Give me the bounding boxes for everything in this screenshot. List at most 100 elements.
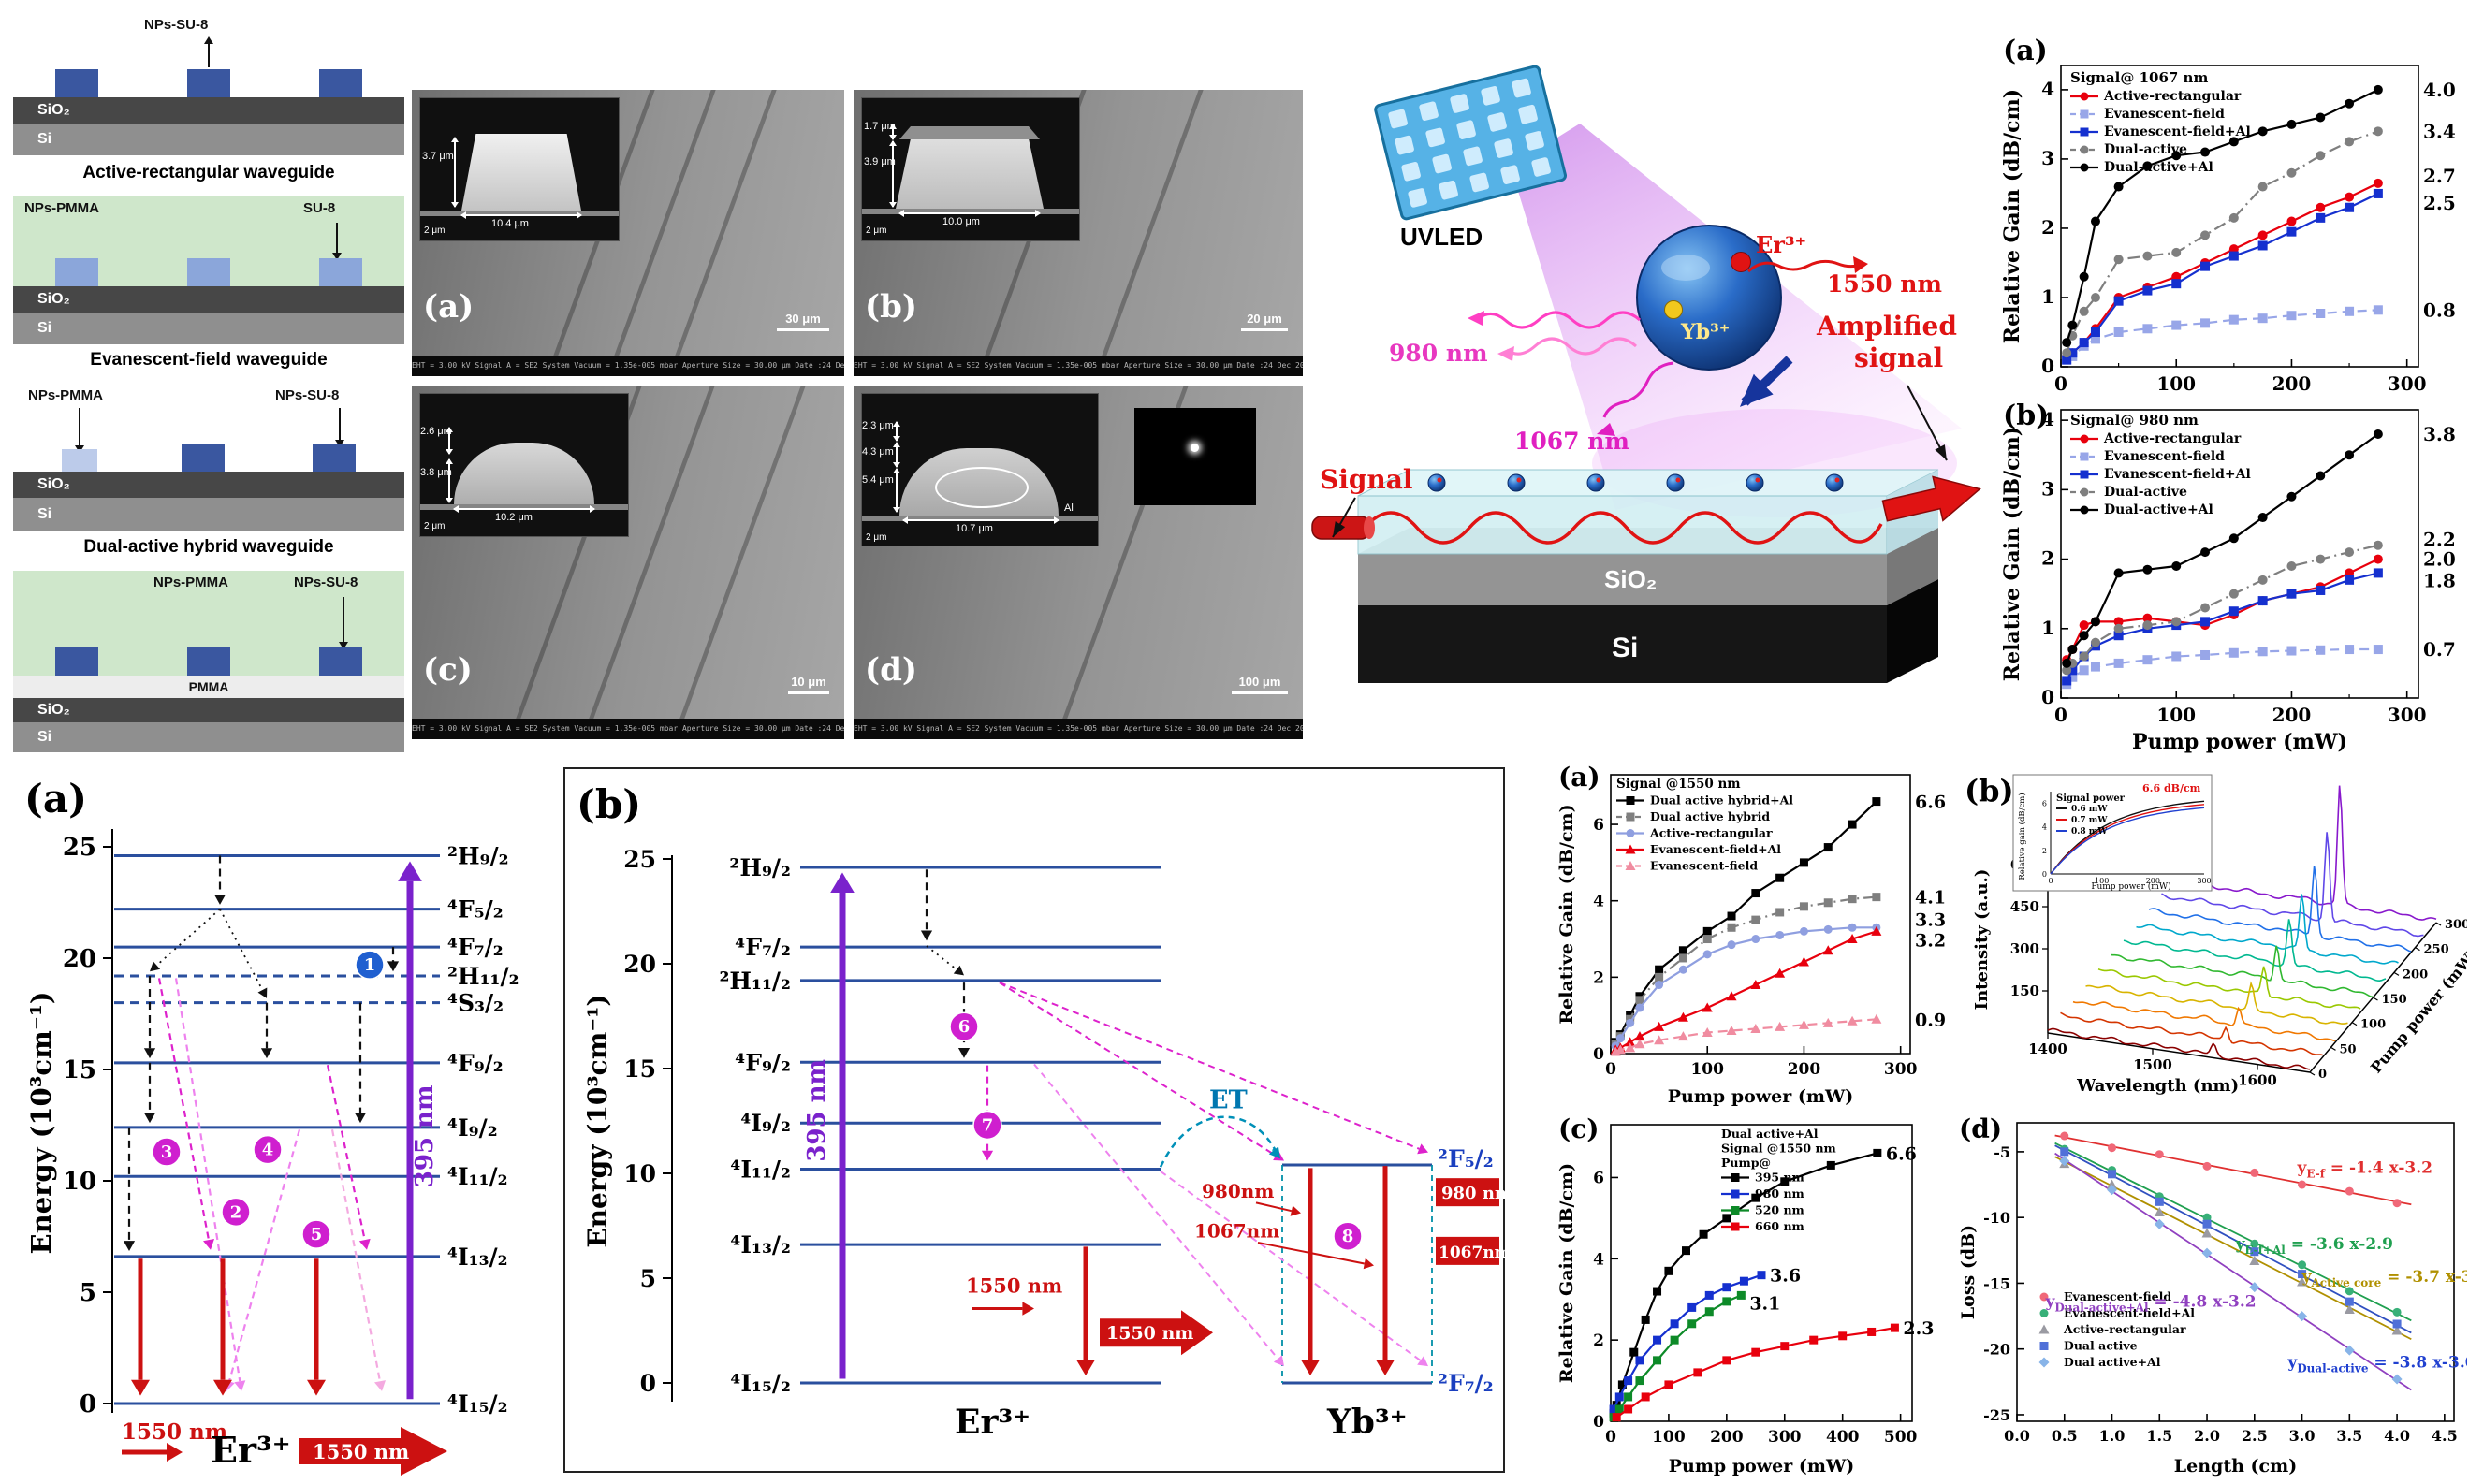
svg-text:Evanescent-field+Al: Evanescent-field+Al xyxy=(2104,467,2251,482)
scale-bar: 20 μm xyxy=(1241,312,1288,331)
svg-text:2.5: 2.5 xyxy=(2242,1427,2268,1445)
svg-text:Dual active+Al: Dual active+Al xyxy=(2064,1355,2161,1369)
svg-text:4: 4 xyxy=(262,1141,274,1160)
svg-text:4: 4 xyxy=(2042,823,2047,832)
horizontal-arrow-icon xyxy=(902,516,1059,524)
svg-text:0.7 mW: 0.7 mW xyxy=(2071,816,2108,825)
svg-text:200: 200 xyxy=(1788,1060,1821,1079)
svg-text:Evanescent-field: Evanescent-field xyxy=(1650,859,1758,873)
yb-ion-dot xyxy=(1664,300,1683,319)
su8-label: SU-8 xyxy=(303,200,336,216)
svg-text:Signal power: Signal power xyxy=(2056,793,2126,804)
svg-text:6.6: 6.6 xyxy=(1886,1143,1917,1164)
series-line xyxy=(2066,309,2378,361)
svg-text:(c): (c) xyxy=(1558,1115,1600,1144)
caption-dual-active-hybrid: Dual-active hybrid waveguide xyxy=(83,537,334,557)
svg-text:500: 500 xyxy=(1884,1428,1918,1447)
amplified-pointer xyxy=(1907,385,1948,461)
svg-text:980 nm: 980 nm xyxy=(1441,1184,1507,1203)
svg-text:0.8: 0.8 xyxy=(2423,298,2456,321)
svg-text:520 nm: 520 nm xyxy=(1755,1203,1804,1217)
svg-text:Signal@ 1067 nm: Signal@ 1067 nm xyxy=(2070,69,2208,86)
amplified-label-1: Amplified xyxy=(1816,311,1957,342)
svg-text:Wavelength (nm): Wavelength (nm) xyxy=(2076,1076,2239,1096)
svg-text:4: 4 xyxy=(2041,408,2054,430)
substrate-line xyxy=(420,211,619,216)
svg-text:4.5: 4.5 xyxy=(2432,1427,2458,1445)
inset-scale: 2 μm xyxy=(424,521,446,531)
ridge-line xyxy=(1102,90,1204,356)
vertical-arrow-icon xyxy=(893,421,900,442)
svg-text:0.6 mW: 0.6 mW xyxy=(2071,805,2108,814)
svg-text:0: 0 xyxy=(1593,1045,1604,1064)
svg-text:100: 100 xyxy=(2156,704,2196,726)
sem-panel-c: 2.6 μm 3.8 μm 10.2 μm 2 μm (c) 10 μm EHT… xyxy=(412,386,844,739)
svg-text:2.5: 2.5 xyxy=(2423,192,2456,214)
980nm-label: 980 nm xyxy=(1389,340,1488,367)
waveguide-core xyxy=(187,647,230,676)
svg-text:50: 50 xyxy=(2340,1042,2357,1056)
waveguide-cross-section xyxy=(461,134,581,211)
svg-text:20: 20 xyxy=(63,945,96,973)
svg-text:2: 2 xyxy=(1593,1331,1604,1350)
height-measurement: 3.8 μm xyxy=(420,467,452,478)
waveguide-cross-section xyxy=(454,443,594,504)
1067nm-wave xyxy=(1602,361,1674,418)
svg-text:1.8: 1.8 xyxy=(2423,569,2456,591)
nps-pmma-label: NPs-PMMA xyxy=(28,387,104,403)
svg-text:Length (cm): Length (cm) xyxy=(2174,1456,2297,1477)
caption-active-rectangular: Active-rectangular waveguide xyxy=(82,163,335,182)
height-measurement: 3.7 μm xyxy=(422,151,454,162)
svg-text:⁴I₁₃/₂: ⁴I₁₃/₂ xyxy=(447,1244,508,1271)
vertical-arrow-icon xyxy=(446,458,453,503)
svg-text:1067nm: 1067nm xyxy=(1194,1219,1279,1242)
svg-text:300: 300 xyxy=(1768,1428,1802,1447)
svg-text:10: 10 xyxy=(623,1160,656,1187)
uvled-panel xyxy=(1374,65,1568,221)
signal-label: Signal xyxy=(1320,464,1413,495)
sio2-label: SiO₂ xyxy=(1604,565,1657,593)
er-ion-dot xyxy=(1731,252,1751,272)
svg-text:Active-rectangular: Active-rectangular xyxy=(2103,431,2242,446)
svg-text:3.5: 3.5 xyxy=(2336,1427,2362,1445)
svg-text:3.6: 3.6 xyxy=(1770,1266,1801,1287)
sio2-layer: SiO₂ xyxy=(13,698,404,722)
svg-text:20: 20 xyxy=(623,951,656,978)
spectrum-curve xyxy=(2136,894,2399,965)
waveguide-core xyxy=(187,69,230,97)
pointer-arrow-icon xyxy=(335,408,344,447)
svg-text:-20: -20 xyxy=(1983,1341,2010,1359)
svg-text:6.6: 6.6 xyxy=(1915,793,1946,813)
svg-text:1550 nm: 1550 nm xyxy=(966,1274,1062,1298)
uvled-label: UVLED xyxy=(1400,223,1483,251)
svg-text:1400: 1400 xyxy=(2028,1040,2067,1057)
svg-text:Pump power (mW): Pump power (mW) xyxy=(1668,1086,1854,1107)
svg-text:Dual active hybrid: Dual active hybrid xyxy=(1650,809,1770,823)
svg-text:⁴I₁₅/₂: ⁴I₁₅/₂ xyxy=(730,1370,791,1397)
svg-text:4: 4 xyxy=(2041,78,2054,100)
svg-text:⁴F₇/₂: ⁴F₇/₂ xyxy=(447,934,504,961)
nps-su8-label: NPs-SU-8 xyxy=(144,17,209,33)
vertical-arrow-icon xyxy=(451,137,459,208)
svg-text:200: 200 xyxy=(2272,372,2312,395)
svg-text:0: 0 xyxy=(1605,1060,1616,1079)
ridge-line xyxy=(674,90,777,356)
svg-text:300: 300 xyxy=(2445,918,2467,932)
schematic-dual-active-hybrid-stack: NPs-PMMA NPs-SU-8 PMMA SiO₂ Si xyxy=(13,571,404,752)
svg-text:3: 3 xyxy=(2041,147,2054,169)
svg-text:Dual-active+Al: Dual-active+Al xyxy=(2104,160,2213,175)
svg-text:6: 6 xyxy=(1593,1169,1604,1187)
svg-text:yE-f = -1.4 x-3.2: yE-f = -1.4 x-3.2 xyxy=(2296,1158,2432,1180)
svg-text:3: 3 xyxy=(161,1142,173,1162)
amplified-label-2: signal xyxy=(1854,342,1943,373)
vertical-arrow-icon xyxy=(889,124,897,140)
svg-text:200: 200 xyxy=(2146,877,2160,885)
svg-text:2.2: 2.2 xyxy=(2423,529,2456,551)
svg-text:25: 25 xyxy=(623,846,656,873)
series-line xyxy=(2066,647,2378,685)
